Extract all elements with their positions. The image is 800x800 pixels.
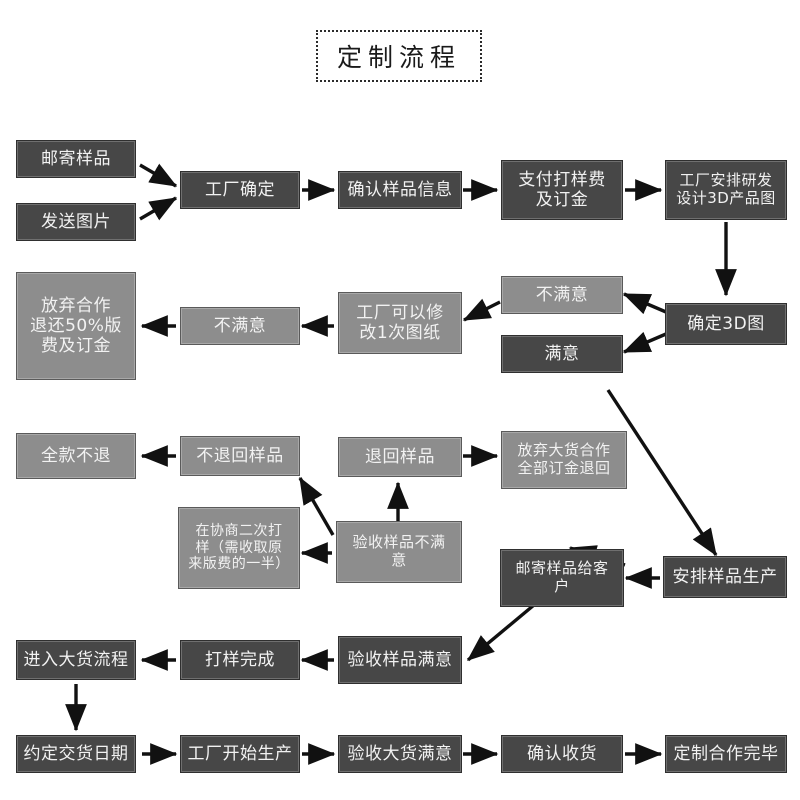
node-confirm-sample-info[interactable]: 确认样品信息 bbox=[338, 171, 462, 209]
node-factory-confirm[interactable]: 工厂确定 bbox=[180, 171, 300, 209]
node-dissatisfied-left[interactable]: 不满意 bbox=[180, 307, 300, 345]
node-no-refund-full[interactable]: 全款不退 bbox=[16, 433, 136, 479]
node-sampling-done[interactable]: 打样完成 bbox=[180, 640, 300, 680]
node-pay-sample-fee[interactable]: 支付打样费 及订金 bbox=[501, 160, 623, 220]
node-mail-sample-client[interactable]: 邮寄样品给客 户 bbox=[500, 549, 624, 607]
node-confirm-receipt[interactable]: 确认收货 bbox=[501, 735, 623, 773]
node-agree-delivery-date[interactable]: 约定交货日期 bbox=[16, 735, 136, 773]
node-negotiate-second[interactable]: 在协商二次打 样（需收取原 来版费的一半） bbox=[178, 507, 300, 589]
node-satisfied-3d[interactable]: 满意 bbox=[501, 335, 623, 373]
node-inspect-satisfied[interactable]: 验收样品满意 bbox=[338, 636, 462, 684]
node-abandon-refund-50[interactable]: 放弃合作 退还50%版 费及订金 bbox=[16, 272, 136, 380]
page-title: 定制流程 bbox=[316, 30, 482, 82]
node-no-return-sample[interactable]: 不退回样品 bbox=[180, 436, 300, 476]
node-mail-sample[interactable]: 邮寄样品 bbox=[16, 140, 136, 178]
node-return-sample[interactable]: 退回样品 bbox=[338, 437, 462, 477]
node-send-picture[interactable]: 发送图片 bbox=[16, 203, 136, 241]
node-custom-coop-done[interactable]: 定制合作完毕 bbox=[665, 735, 787, 773]
node-factory-3d-design[interactable]: 工厂安排研发 设计3D产品图 bbox=[665, 160, 787, 220]
node-abandon-bulk[interactable]: 放弃大货合作 全部订金退回 bbox=[501, 431, 627, 489]
node-factory-start-prod[interactable]: 工厂开始生产 bbox=[180, 735, 300, 773]
node-confirm-3d[interactable]: 确定3D图 bbox=[665, 303, 787, 345]
node-enter-bulk-process[interactable]: 进入大货流程 bbox=[16, 640, 136, 680]
node-arrange-sample-prod[interactable]: 安排样品生产 bbox=[663, 556, 787, 598]
node-dissatisfied-3d[interactable]: 不满意 bbox=[501, 276, 623, 314]
node-inspect-unsat[interactable]: 验收样品不满 意 bbox=[336, 521, 462, 583]
node-factory-revise-once[interactable]: 工厂可以修 改1次图纸 bbox=[338, 292, 462, 354]
node-inspect-bulk-sat[interactable]: 验收大货满意 bbox=[338, 735, 462, 773]
